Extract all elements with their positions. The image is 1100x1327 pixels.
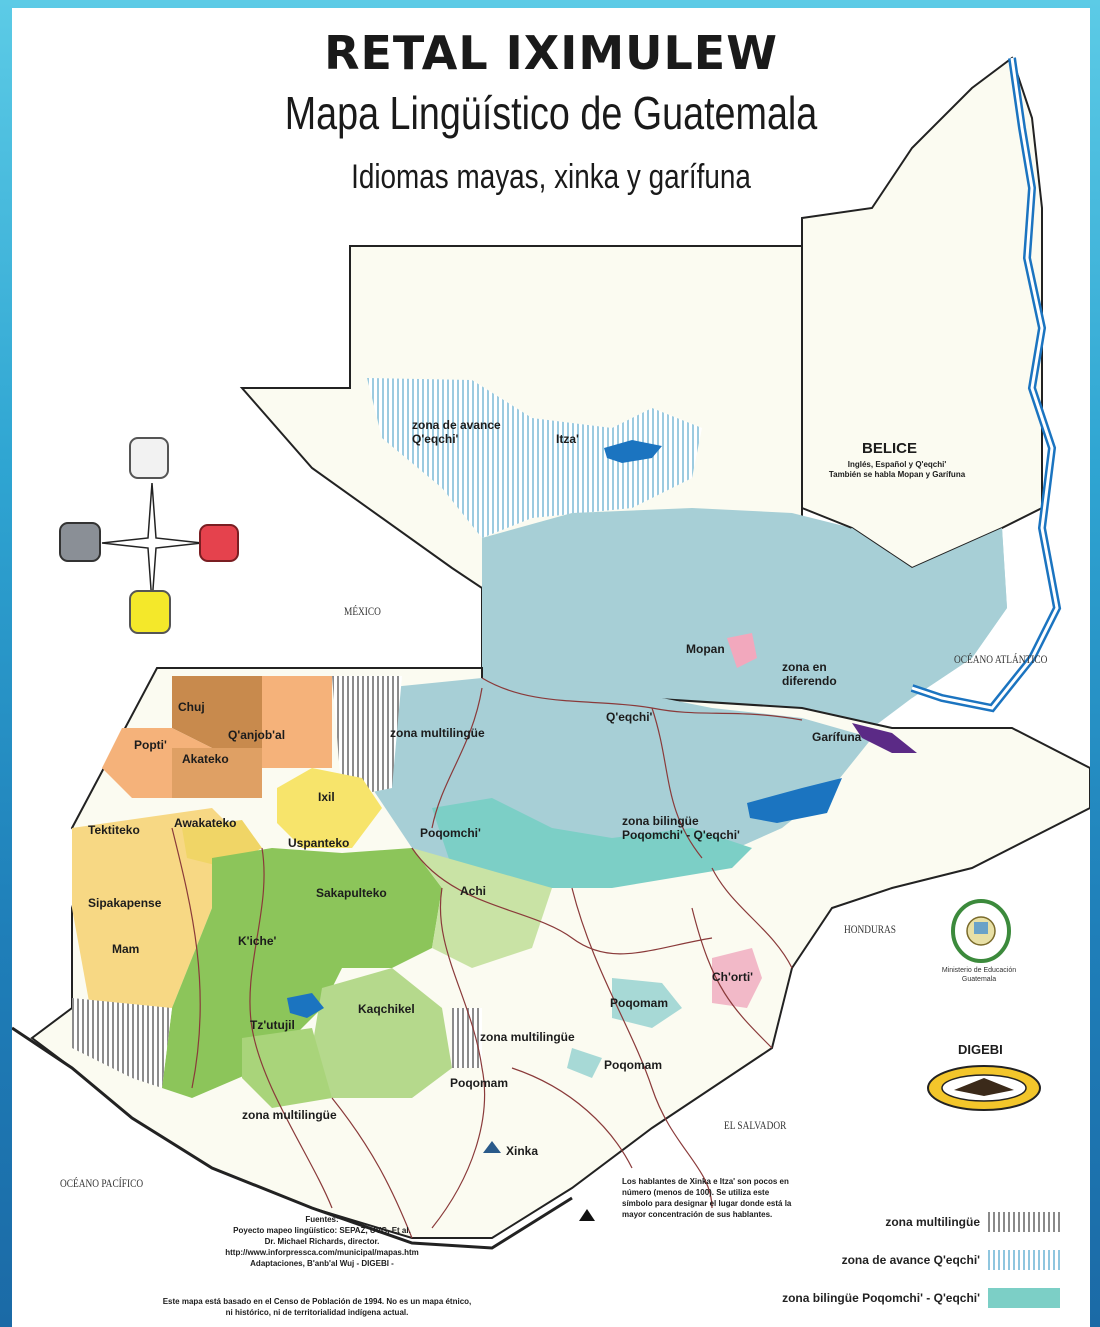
poqomam-east xyxy=(612,978,682,1028)
label-sipakapense: Sipakapense xyxy=(88,896,162,910)
glyph-south-icon xyxy=(129,590,171,634)
pacific-coast xyxy=(12,1026,573,1250)
digebi-label: DIGEBI xyxy=(958,1042,1003,1057)
belice-note-1: Inglés, Español y Q'eqchi' xyxy=(847,460,947,469)
sources-5: Adaptaciones, B'anb'al Wuj - DIGEBI - xyxy=(250,1259,394,1268)
sources-4: http://www.inforpressca.com/municipal/ma… xyxy=(225,1248,419,1257)
sources-3: Dr. Michael Richards, director. xyxy=(264,1237,380,1246)
zona-multi-north: zona multilingüe xyxy=(390,726,485,740)
legend-multi-label: zona multilingüe xyxy=(885,1215,980,1229)
zona-avance-line2: Q'eqchi' xyxy=(412,432,459,446)
ministerio-seal-icon xyxy=(951,899,1011,963)
label-sakapulteko: Sakapulteko xyxy=(316,886,387,900)
compass-rose-icon xyxy=(59,437,239,634)
xinka-note: Los hablantes de Xinka e Itza' son pocos… xyxy=(622,1177,792,1219)
ministerio-label: Ministerio de Educación Guatemala xyxy=(941,967,1017,983)
label-belice: BELICE xyxy=(862,440,918,457)
label-tektiteko: Tektiteko xyxy=(88,823,140,837)
footer-2: ni histórico, ni de territorialidad indí… xyxy=(225,1308,409,1317)
label-honduras: HONDURAS xyxy=(844,922,897,936)
sources-2: Poyecto mapeo lingüístico: SEPAZ, UVG, E… xyxy=(233,1226,411,1235)
label-tzutujil: Tz'utujil xyxy=(250,1018,295,1032)
tzutujil-region xyxy=(242,1028,332,1108)
garifuna-coast xyxy=(852,723,917,753)
label-mexico: MÉXICO xyxy=(344,604,381,618)
sources-1: Fuentes: xyxy=(305,1215,339,1224)
title-line3: Idiomas mayas, xinka y garífuna xyxy=(351,158,751,196)
label-oceano-pacifico: OCÉANO PACÍFICO xyxy=(60,1176,144,1190)
label-poqomam-a: Poqomam xyxy=(610,996,669,1010)
label-kiche: K'iche' xyxy=(238,934,277,948)
label-xinka: Xinka xyxy=(506,1144,539,1158)
label-itza: Itza' xyxy=(556,432,579,446)
zona-bilingue-line1: zona bilingüe xyxy=(622,814,699,828)
label-chuj: Chuj xyxy=(178,700,205,714)
label-ixil: Ixil xyxy=(318,790,335,804)
label-awakateko: Awakateko xyxy=(174,816,237,830)
ixil-region xyxy=(277,768,382,848)
multi-huehue xyxy=(332,676,402,798)
poqomam-mid xyxy=(567,1048,602,1078)
xinka-note-triangle-icon xyxy=(579,1209,595,1221)
zona-diferendo-line1: zona en xyxy=(782,660,827,674)
glyph-north-icon xyxy=(129,437,169,479)
legend-multi-swatch xyxy=(988,1212,1060,1232)
title-line2: Mapa Lingüístico de Guatemala xyxy=(284,87,818,139)
label-garifuna: Garífuna xyxy=(812,730,862,744)
zona-bilingue-line2: Poqomchi' - Q'eqchi' xyxy=(622,828,740,842)
zona-avance-line1: zona de avance xyxy=(412,418,501,432)
chuj-region xyxy=(172,676,262,748)
zona-multi-south: zona multilingüe xyxy=(242,1108,337,1122)
label-qeqchi: Q'eqchi' xyxy=(606,710,653,724)
title-line1: RETAL IXIMULEW xyxy=(324,26,778,80)
mopan-region xyxy=(727,633,757,668)
kaqchikel-region xyxy=(312,968,452,1098)
label-mopan: Mopan xyxy=(686,642,725,656)
lake-atitlan xyxy=(287,993,324,1018)
belice-qeqchi xyxy=(802,528,1007,698)
zona-multi-center: zona multilingüe xyxy=(480,1030,575,1044)
label-poqomam-c: Poqomam xyxy=(450,1076,509,1090)
label-qanjobal: Q'anjob'al xyxy=(228,728,286,742)
guatemala-map xyxy=(12,56,1090,1250)
glyph-west-icon xyxy=(59,522,101,562)
glyph-east-icon xyxy=(199,524,239,562)
legend-avance-label: zona de avance Q'eqchi' xyxy=(841,1253,980,1267)
zona-avance-area xyxy=(367,378,702,538)
label-oceano-atlantico: OCÉANO ATLÁNTICO xyxy=(954,652,1048,666)
lake-izabal xyxy=(747,778,842,823)
label-el-salvador: EL SALVADOR xyxy=(724,1118,787,1132)
belice-note-2: También se habla Mopan y Garífuna xyxy=(828,470,966,479)
label-poqomchi: Poqomchi' xyxy=(420,826,481,840)
digebi-logo-icon xyxy=(927,1065,1041,1111)
legend-bilingue-label: zona bilingüe Poqomchi' - Q'eqchi' xyxy=(782,1291,980,1305)
xinka-triangle-icon xyxy=(483,1141,501,1153)
multi-coast xyxy=(72,998,172,1088)
label-kaqchikel: Kaqchikel xyxy=(358,1002,415,1016)
legend-bilingue-swatch xyxy=(988,1288,1060,1308)
label-uspanteko: Uspanteko xyxy=(288,836,350,850)
department-borders xyxy=(171,677,803,1239)
label-achi: Achi xyxy=(460,884,487,898)
label-poqomam-b: Poqomam xyxy=(604,1058,663,1072)
label-popti: Popti' xyxy=(134,738,167,752)
label-chorti: Ch'orti' xyxy=(712,970,754,984)
qanjobal-region xyxy=(262,676,332,768)
bilingue-area xyxy=(432,798,752,888)
label-akateko: Akateko xyxy=(182,752,229,766)
footer-1: Este mapa está basado en el Censo de Pob… xyxy=(162,1297,472,1306)
lake-peten-itza xyxy=(604,440,662,463)
multi-south xyxy=(452,1008,482,1068)
kiche-region xyxy=(162,848,442,1098)
zona-diferendo-line2: diferendo xyxy=(782,674,837,688)
akateko-region xyxy=(172,748,262,798)
legend-avance-swatch xyxy=(988,1250,1060,1270)
label-mam: Mam xyxy=(112,942,140,956)
achi-region xyxy=(412,848,552,968)
map-poster: RETAL IXIMULEW Mapa Lingüístico de Guate… xyxy=(12,8,1090,1327)
